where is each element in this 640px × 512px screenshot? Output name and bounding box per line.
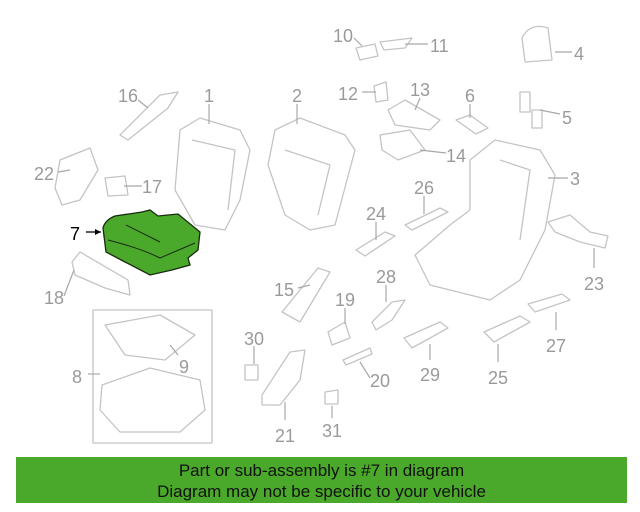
callout-24: 24 <box>366 204 386 224</box>
callout-29: 29 <box>420 365 440 385</box>
part-31 <box>324 389 339 405</box>
callout-19: 19 <box>335 290 355 310</box>
callout-12: 12 <box>338 84 358 104</box>
part-8-cushion-kit <box>92 309 213 444</box>
callout-16: 16 <box>118 86 138 106</box>
part-11 <box>379 37 413 51</box>
part-18 <box>71 251 131 296</box>
callout-22: 22 <box>34 164 54 184</box>
part-24 <box>355 231 396 257</box>
part-14 <box>379 129 426 161</box>
part-12 <box>373 81 389 103</box>
part-20 <box>342 347 373 366</box>
part-27 <box>527 293 571 313</box>
part-1-seatback <box>174 117 251 231</box>
callout-3: 3 <box>570 169 580 189</box>
part-7-seat-cushion-highlighted[interactable] <box>102 209 201 276</box>
callout-18: 18 <box>44 288 64 308</box>
callout-28: 28 <box>376 267 396 287</box>
info-banner: Part or sub-assembly is #7 in diagram Di… <box>16 457 627 503</box>
part-22 <box>54 147 99 206</box>
part-21 <box>261 349 306 406</box>
part-13 <box>387 99 441 131</box>
part-17 <box>104 175 129 197</box>
callout-17: 17 <box>142 177 162 197</box>
part-23 <box>547 214 609 249</box>
callout-21: 21 <box>275 426 295 446</box>
part-outlines <box>54 25 609 444</box>
part-8-cushion <box>99 367 206 433</box>
callout-26: 26 <box>414 178 434 198</box>
callout-6: 6 <box>465 86 475 106</box>
part-6 <box>455 114 489 135</box>
part-4-headrest <box>521 25 553 63</box>
part-25 <box>483 315 531 343</box>
part-9-pad <box>104 314 196 361</box>
part-26 <box>404 207 449 231</box>
part-2-seatback-frame <box>267 117 356 231</box>
callout-numbers: 10 11 4 16 1 2 12 13 6 5 22 17 14 3 26 2… <box>34 26 604 446</box>
callout-25: 25 <box>488 368 508 388</box>
part-30 <box>244 364 259 381</box>
callout-11: 11 <box>430 36 449 56</box>
callout-10: 10 <box>333 26 353 46</box>
banner-line-disclaimer: Diagram may not be specific to your vehi… <box>157 482 486 501</box>
callout-20: 20 <box>370 371 390 391</box>
leader-lines <box>57 37 595 420</box>
part-28 <box>371 299 406 331</box>
part-19 <box>327 321 351 346</box>
part-5-guides <box>519 91 543 129</box>
callout-31: 31 <box>322 421 342 441</box>
part-29 <box>403 321 449 349</box>
part-3-seat-frame <box>414 139 556 301</box>
callout-8: 8 <box>72 367 82 387</box>
callout-15: 15 <box>274 280 294 300</box>
callout-30: 30 <box>244 329 264 349</box>
callout-9: 9 <box>179 357 189 377</box>
banner-line-part-number: Part or sub-assembly is #7 in diagram <box>178 461 465 480</box>
part-15 <box>281 267 331 323</box>
part-10 <box>355 43 379 61</box>
callout-14: 14 <box>446 146 466 166</box>
callout-27: 27 <box>546 336 566 356</box>
callout-4: 4 <box>574 44 584 64</box>
callout-7[interactable]: 7 <box>70 224 80 244</box>
callout-1: 1 <box>204 86 214 106</box>
callout-13: 13 <box>410 80 430 100</box>
callout-2: 2 <box>292 86 302 106</box>
callout-5: 5 <box>562 108 572 128</box>
part-16 <box>119 91 179 141</box>
callout-23: 23 <box>584 274 604 294</box>
